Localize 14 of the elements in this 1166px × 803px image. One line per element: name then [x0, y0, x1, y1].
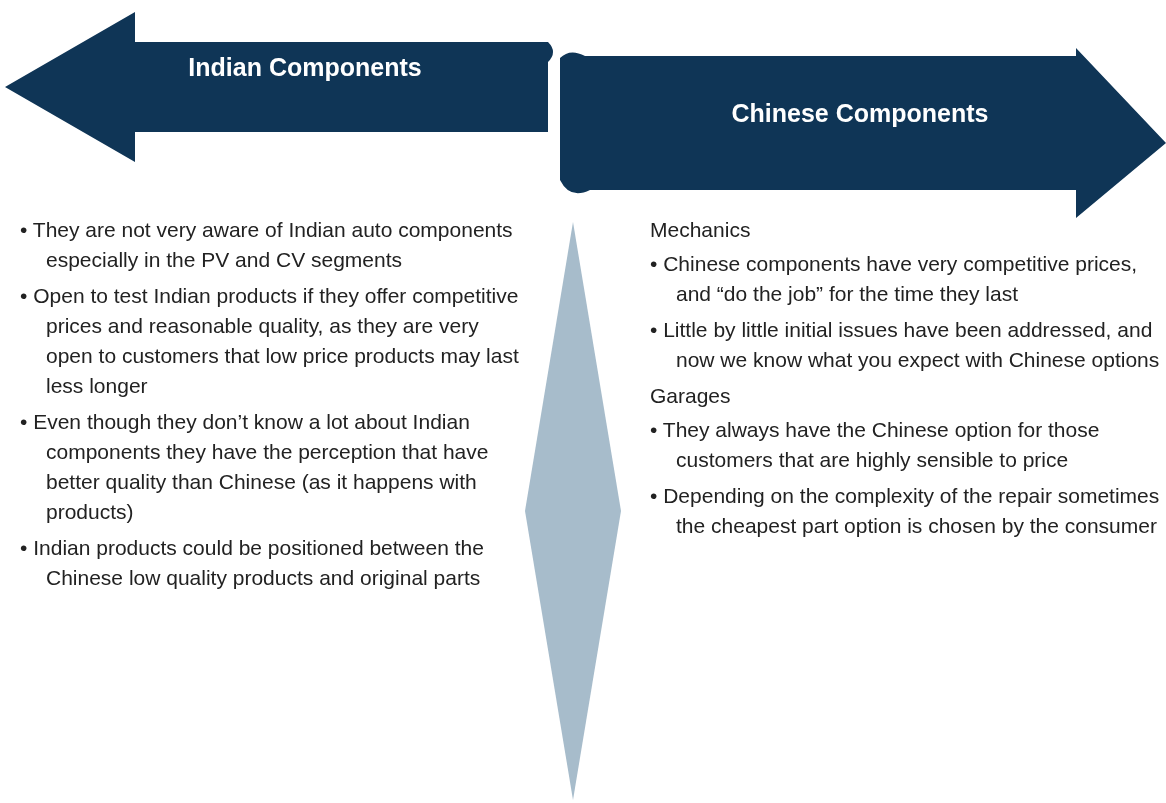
bullet-text: • Open to test Indian products if they offer competitive prices and reasonable quality, as they are very open to customers that low price products may last less longer: [20, 283, 520, 399]
bullet-text: • Chinese components have very competitive prices, and “do the job” for the time they last: [650, 251, 1139, 307]
bullet-text: • They always have the Chinese option for those customers that are highly sensible to price: [650, 417, 1101, 473]
bullet-text: • Depending on the complexity of the repair sometimes the cheapest part option is chosen by the consumer: [650, 483, 1160, 539]
diamond-shape: [525, 222, 621, 800]
arrow-banner: [560, 48, 1166, 218]
banner-title: Chinese Components: [730, 98, 990, 129]
bullet-text: • Little by little initial issues have been addressed, and now we know what you expect with Chinese options: [650, 317, 1160, 373]
bullet-text: • They are not very aware of Indian auto components especially in the PV and CV segments: [20, 217, 514, 273]
bullet-text: • Even though they don’t know a lot about Indian components they have the perception that have better quality than Chinese (as it happens with products): [20, 409, 490, 525]
section-heading: Mechanics: [650, 217, 752, 243]
bullet-text: • Indian products could be positioned between the Chinese low quality products and original parts: [20, 535, 485, 591]
section-heading: Garages: [650, 383, 732, 409]
banner-title: Indian Components: [187, 52, 423, 83]
